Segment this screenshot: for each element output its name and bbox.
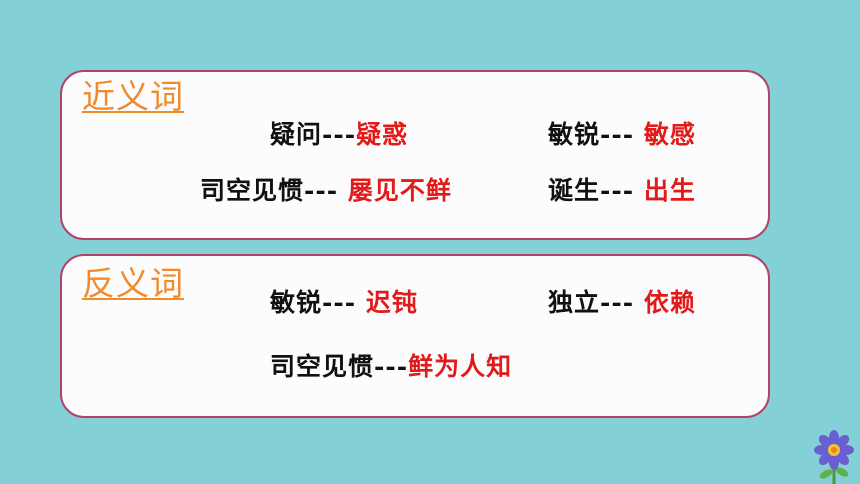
entry-dash: --- xyxy=(304,176,339,205)
synonyms-card xyxy=(60,70,770,240)
entry-dash: --- xyxy=(322,288,357,317)
entry-dash: --- xyxy=(600,176,635,205)
entry-term: 敏锐 xyxy=(548,120,601,149)
antonyms-card xyxy=(60,254,770,418)
entry-term: 司空见惯 xyxy=(270,352,375,381)
antonyms-heading: 反义词 xyxy=(82,264,184,303)
flower-icon xyxy=(814,430,854,484)
antonym-entry: 独立--- 依赖 xyxy=(548,288,696,318)
entry-term: 诞生 xyxy=(548,176,601,205)
entry-term: 疑问 xyxy=(270,120,323,149)
entry-answer: 疑惑 xyxy=(356,120,409,149)
entry-answer: 依赖 xyxy=(643,288,696,317)
entry-answer: 屡见不鲜 xyxy=(347,176,452,205)
entry-answer: 出生 xyxy=(643,176,696,205)
synonym-entry: 司空见惯--- 屡见不鲜 xyxy=(200,176,452,206)
entry-term: 敏锐 xyxy=(270,288,323,317)
entry-answer: 敏感 xyxy=(643,120,696,149)
synonym-entry: 敏锐--- 敏感 xyxy=(548,120,696,150)
synonym-entry: 疑问---疑惑 xyxy=(270,120,408,150)
antonym-entry: 司空见惯---鲜为人知 xyxy=(270,352,512,382)
entry-answer: 鲜为人知 xyxy=(408,352,513,381)
synonyms-heading: 近义词 xyxy=(82,77,184,116)
entry-dash: --- xyxy=(322,120,357,149)
entry-dash: --- xyxy=(600,288,635,317)
entry-term: 独立 xyxy=(548,288,601,317)
antonym-entry: 敏锐--- 迟钝 xyxy=(270,288,418,318)
synonym-entry: 诞生--- 出生 xyxy=(548,176,696,206)
entry-term: 司空见惯 xyxy=(200,176,305,205)
entry-answer: 迟钝 xyxy=(365,288,418,317)
entry-dash: --- xyxy=(600,120,635,149)
entry-dash: --- xyxy=(374,352,409,381)
